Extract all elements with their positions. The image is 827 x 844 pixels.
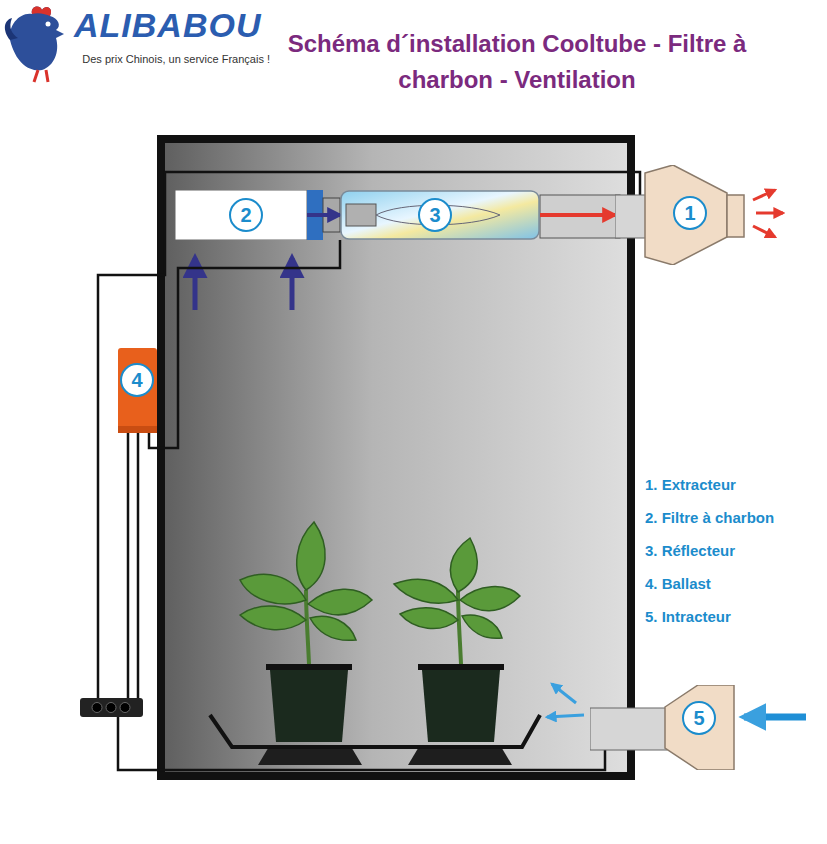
callout-number: 2 <box>240 205 251 225</box>
legend-item: 3. Réflecteur <box>645 542 735 559</box>
legend-item: 1. Extracteur <box>645 476 736 493</box>
carbon-filter: 2 <box>175 190 307 240</box>
airflow-arrow <box>540 213 615 217</box>
power-wire <box>149 240 340 448</box>
callout-circle: 3 <box>418 198 452 232</box>
duct <box>540 195 620 238</box>
legend-item: 2. Filtre à charbon <box>645 509 774 526</box>
callout-circle: 5 <box>682 701 716 735</box>
callout-number: 5 <box>693 708 704 728</box>
legend-item: 4. Ballast <box>645 575 711 592</box>
brand-logo: ALIBABOU <box>74 6 261 45</box>
wires <box>98 172 640 770</box>
rooster-logo <box>5 7 64 82</box>
component-shape <box>590 685 735 770</box>
intake-fan: 5 <box>590 685 735 770</box>
tagline: Des prix Chinois, un service Français ! <box>74 52 270 66</box>
callout-circle: 2 <box>229 198 263 232</box>
ballast: 4 <box>118 348 157 433</box>
callout-number: 3 <box>429 205 440 225</box>
plants <box>210 522 540 765</box>
callout-circle: 1 <box>673 196 707 230</box>
callout-circle: 4 <box>120 363 154 397</box>
airflow-arrow <box>307 213 340 217</box>
cooltube-reflector: 3 <box>340 190 540 240</box>
callout-number: 4 <box>131 370 142 390</box>
callout-number: 1 <box>684 203 695 223</box>
grow-tent <box>161 139 631 776</box>
extractor-fan: 1 <box>615 165 745 265</box>
title: Schéma d´installation Cooltube - Filtre … <box>282 26 752 98</box>
power-strip <box>80 698 143 717</box>
legend-item: 5. Intracteur <box>645 608 731 625</box>
